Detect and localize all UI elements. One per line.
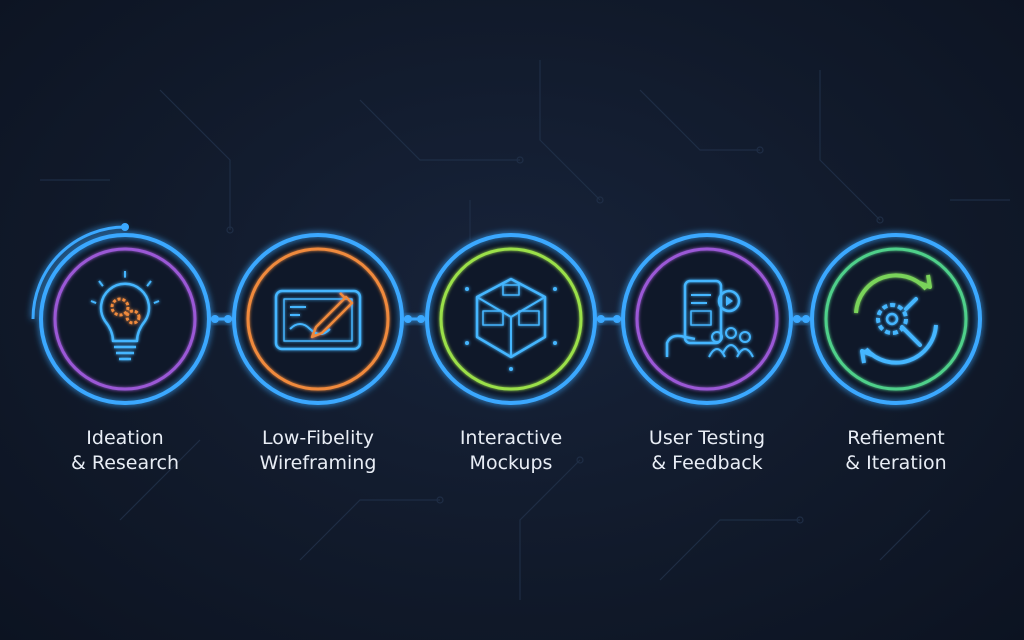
inner-ring: [53, 247, 197, 391]
inner-ring: [635, 247, 779, 391]
stage-node: [810, 233, 982, 405]
stage-label-line1: Refiement: [847, 427, 945, 449]
stage-node: [39, 233, 211, 405]
stage-label-refinement: Refiement & Iteration: [806, 426, 986, 476]
stage-label-user-testing: User Testing & Feedback: [617, 426, 797, 476]
phone-users-icon: [665, 279, 754, 358]
tablet-pencil-icon: [274, 289, 362, 351]
connector: [209, 315, 234, 323]
inner-ring: [246, 247, 390, 391]
inner-ring: [439, 247, 583, 391]
outer-ring: [39, 233, 211, 405]
stage-nodes: [31, 223, 982, 405]
stage-label-line2: Mockups: [469, 452, 553, 474]
connector: [791, 315, 812, 323]
stage-label-line2: & Feedback: [651, 452, 763, 474]
stage-node: [425, 233, 597, 405]
connector: [402, 315, 427, 323]
outer-ring: [425, 233, 597, 405]
stage-node: [232, 233, 404, 405]
connectors: [209, 315, 812, 323]
stage-label-wireframing: Low-Fibelity Wireframing: [228, 426, 408, 476]
lightbulb-gears-icon: [90, 271, 160, 361]
stage-label-line1: Low-Fibelity: [261, 427, 375, 449]
inner-ring: [824, 247, 968, 391]
outer-ring: [810, 233, 982, 405]
stage-label-line1: Interactive: [459, 427, 563, 449]
outer-ring: [232, 233, 404, 405]
gear-wrench-cycle-icon: [854, 273, 938, 365]
stage-label-ideation: Ideation & Research: [35, 426, 215, 476]
stage-label-line2: Wireframing: [259, 452, 377, 474]
leading-arc-dot: [121, 223, 129, 231]
wireframe-cube-icon: [465, 277, 557, 371]
circuit-background: [40, 60, 1010, 600]
stage-node: [621, 233, 793, 405]
stage-label-line2: & Iteration: [845, 452, 947, 474]
leading-arc: [31, 225, 126, 320]
stage-label-line2: & Research: [70, 452, 179, 474]
connector: [595, 315, 623, 323]
stage-label-line1: Ideation: [86, 427, 164, 449]
outer-ring: [621, 233, 793, 405]
stage-label-mockups: Interactive Mockups: [421, 426, 601, 476]
stage-label-line1: User Testing: [648, 427, 766, 449]
